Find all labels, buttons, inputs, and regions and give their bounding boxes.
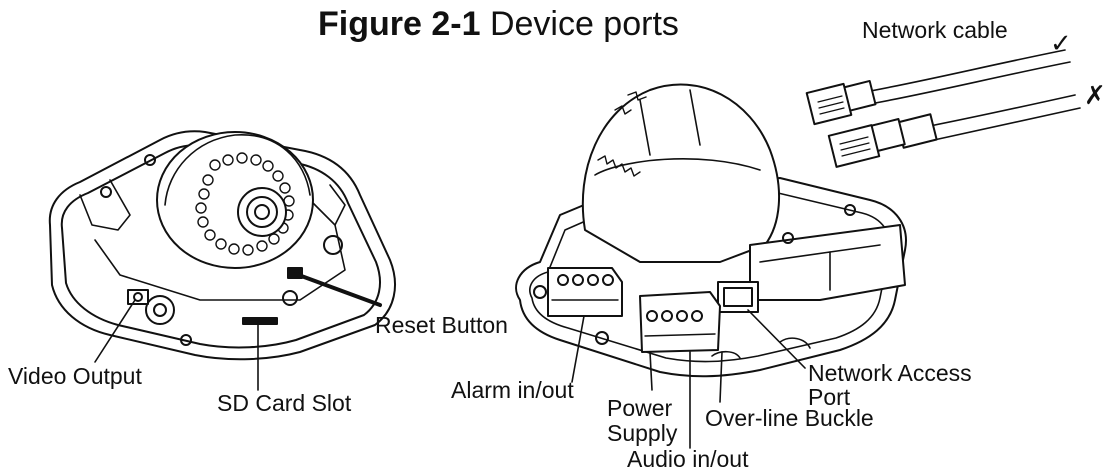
leader-power-supply <box>649 351 653 391</box>
label-network-cable: Network cable <box>862 17 1008 43</box>
label-alarm-in-out: Alarm in/out <box>451 377 574 403</box>
label-over-line-buckle: Over-line Buckle <box>705 405 874 431</box>
label-reset-button: Reset Button <box>375 312 508 338</box>
label-video-output: Video Output <box>8 363 142 389</box>
leader-network-access-port <box>747 309 806 369</box>
leader-video-output <box>94 299 136 363</box>
right-camera-drawing <box>515 83 907 378</box>
label-power-supply-line1: Power <box>607 395 673 421</box>
cross-mark-icon: ✗ <box>1084 80 1106 110</box>
left-camera-drawing <box>48 130 396 361</box>
label-network-access-port-line2: Port <box>808 384 851 410</box>
leader-reset-button <box>294 272 382 307</box>
alarm-terminal-block <box>547 267 623 317</box>
power-audio-terminal-block <box>639 291 721 353</box>
label-network-access-port-line1: Network Access <box>808 360 972 386</box>
figure-number: Figure 2-1 <box>318 5 481 43</box>
label-audio-in-out: Audio in/out <box>627 446 749 472</box>
dome-adjust-ring <box>597 91 647 177</box>
figure-title: Figure 2-1 Device ports <box>318 4 679 44</box>
checkmark-icon: ✓ <box>1050 28 1072 58</box>
network-cables <box>805 49 1081 168</box>
leader-lines <box>94 272 806 449</box>
leader-over-line-buckle <box>719 351 723 403</box>
leader-alarm-in-out <box>571 315 585 383</box>
figure-caption: Device ports <box>489 5 679 43</box>
label-sd-card-slot: SD Card Slot <box>217 390 352 416</box>
label-power-supply-line2: Supply <box>607 420 678 446</box>
